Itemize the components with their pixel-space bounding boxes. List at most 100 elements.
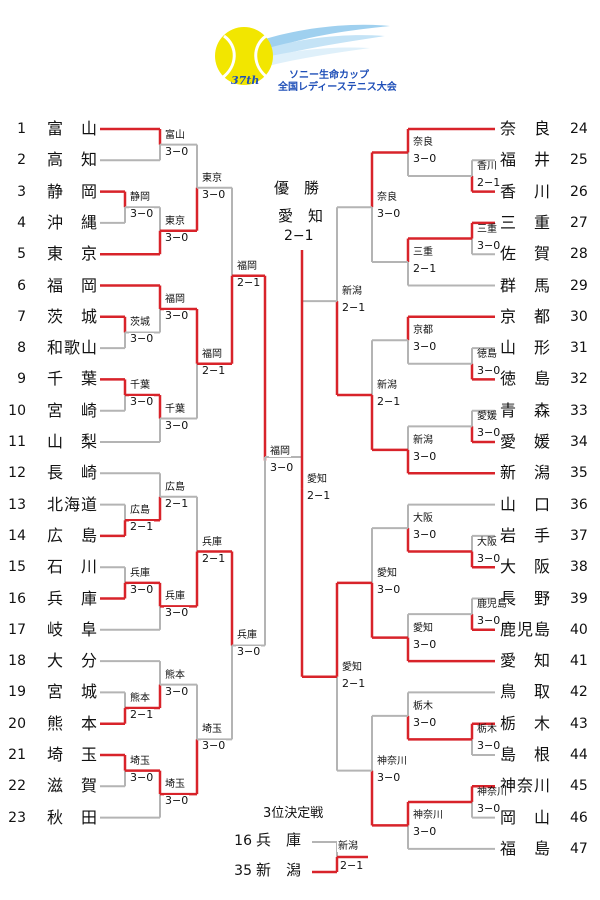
team-name: 鳥取 <box>500 682 550 702</box>
third-team1-name: 兵 庫 <box>256 831 302 849</box>
team-number: 16 <box>8 590 26 607</box>
match-score: 2−1 <box>201 363 227 377</box>
team-name: 青森 <box>500 400 550 420</box>
team-name: 三重 <box>500 212 550 232</box>
match-score: 3−0 <box>476 614 502 628</box>
match-score: 3−0 <box>164 230 190 244</box>
team-name: 沖縄 <box>47 212 97 232</box>
match-winner-label: 愛媛 <box>476 411 498 423</box>
team-number: 43 <box>570 715 588 732</box>
team-name: 香川 <box>500 181 550 201</box>
match-score: 3−0 <box>269 460 295 474</box>
match-score: 3−0 <box>476 363 502 377</box>
team-number: 37 <box>570 527 588 544</box>
team-name: 東京 <box>47 244 97 264</box>
team-number: 5 <box>17 246 26 263</box>
team-name: 新潟 <box>500 463 550 483</box>
champion-title: 優 勝 <box>274 179 320 197</box>
match-winner-label: 新潟 <box>341 286 363 298</box>
team-number: 26 <box>570 183 588 200</box>
team-name: 静岡 <box>47 181 97 201</box>
match-score: 3−0 <box>164 684 190 698</box>
team-number: 28 <box>570 246 588 263</box>
team-name: 石川 <box>47 557 97 577</box>
team-name: 岡山 <box>500 807 550 827</box>
team-number: 33 <box>570 402 588 419</box>
match-score: 3−0 <box>412 825 438 839</box>
match-score: 3−0 <box>164 308 190 322</box>
match-score: 3−0 <box>164 144 190 158</box>
match-winner-label: 千葉 <box>129 380 151 392</box>
team-name: 山形 <box>500 338 550 358</box>
team-number: 14 <box>8 527 26 544</box>
third-team2-name: 新 潟 <box>256 861 302 879</box>
team-name: 神奈川 <box>500 776 550 796</box>
match-score: 2−1 <box>306 488 332 502</box>
team-number: 25 <box>570 152 588 169</box>
match-winner-label: 栃木 <box>412 700 434 712</box>
match-winner-label: 福岡 <box>164 293 186 305</box>
team-name: 宮崎 <box>47 400 97 420</box>
match-winner-label: 愛知 <box>376 567 398 579</box>
tennis-ball-logo-icon <box>215 24 390 85</box>
team-number: 24 <box>570 121 588 137</box>
match-score: 3−0 <box>129 582 155 596</box>
match-winner-label: 茨城 <box>129 317 151 329</box>
match-score: 3−0 <box>164 794 190 808</box>
match-winner-label: 広島 <box>164 481 186 493</box>
match-winner-label: 徳島 <box>476 348 498 360</box>
third-place-winner: 新潟 <box>337 841 359 852</box>
match-score: 3−0 <box>476 551 502 565</box>
match-winner-label: 奈良 <box>376 192 398 204</box>
match-winner-label: 愛知 <box>412 622 434 634</box>
champion-team: 愛 知 <box>278 207 324 225</box>
team-name: 秋田 <box>47 807 97 827</box>
team-name: 鹿児島 <box>500 619 550 639</box>
team-number: 21 <box>8 747 26 763</box>
team-name: 長野 <box>500 588 550 608</box>
team-name: 高知 <box>47 150 97 170</box>
team-name: 佐賀 <box>500 244 550 264</box>
team-name: 茨城 <box>47 306 97 326</box>
match-winner-label: 千葉 <box>164 403 186 415</box>
team-name: 福岡 <box>47 275 97 295</box>
match-score: 3−0 <box>476 739 502 753</box>
match-winner-label: 広島 <box>129 505 151 517</box>
match-score: 2−1 <box>236 275 262 289</box>
team-number: 15 <box>8 559 26 576</box>
match-score: 3−0 <box>412 637 438 651</box>
match-score: 2−1 <box>476 175 502 189</box>
team-number: 47 <box>570 840 588 857</box>
match-score: 2−1 <box>341 676 367 690</box>
team-name: 宮城 <box>47 682 97 702</box>
match-winner-label: 神奈川 <box>476 786 508 798</box>
team-name: 栃木 <box>500 713 550 733</box>
match-score: 2−1 <box>129 520 155 534</box>
team-number: 39 <box>570 590 588 607</box>
match-score: 3−0 <box>201 187 227 201</box>
team-name: 富山 <box>47 119 97 138</box>
third-place-score: 2−1 <box>339 859 365 872</box>
team-number: 17 <box>8 621 26 638</box>
match-winner-label: 熊本 <box>164 669 186 681</box>
team-number: 40 <box>570 621 588 638</box>
match-winner-label: 愛知 <box>341 661 363 673</box>
match-score: 3−0 <box>376 582 402 596</box>
team-number: 22 <box>8 778 26 795</box>
match-winner-label: 兵庫 <box>164 591 186 603</box>
team-name: 島根 <box>500 745 550 764</box>
team-number: 23 <box>8 809 26 826</box>
match-score: 3−0 <box>129 207 155 221</box>
match-winner-label: 埼玉 <box>164 779 186 791</box>
match-winner-label: 新潟 <box>376 380 398 392</box>
match-winner-label: 新潟 <box>412 434 434 446</box>
match-score: 3−0 <box>129 395 155 409</box>
team-number: 46 <box>570 809 588 826</box>
match-winner-label: 埼玉 <box>129 755 151 767</box>
team-number: 11 <box>8 434 26 450</box>
team-name: 北海道 <box>47 494 97 514</box>
match-winner-label: 熊本 <box>129 693 151 705</box>
team-number: 44 <box>570 747 588 763</box>
team-name: 徳島 <box>500 369 550 389</box>
team-name: 福井 <box>500 150 550 170</box>
